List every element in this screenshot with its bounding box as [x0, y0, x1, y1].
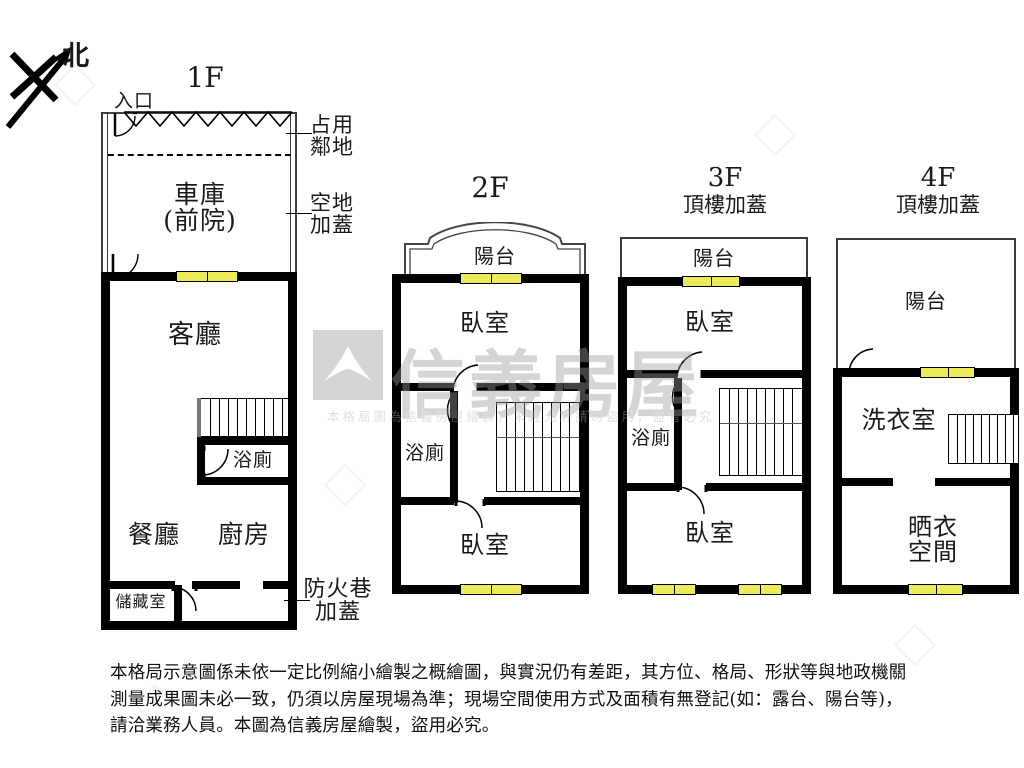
floor-title-3f-text: 3F	[707, 163, 743, 193]
wall-3f-left	[618, 277, 627, 594]
room-label-2f-bedroom-front: 臥室	[460, 309, 510, 338]
decorative-diamond	[323, 463, 367, 507]
floor-title-4f: 4F 頂樓加蓋	[868, 163, 1008, 218]
wall-3f-lower-left	[618, 483, 676, 491]
wall-4f-lower-left	[833, 478, 893, 486]
wall-1f-stair-left	[197, 398, 201, 437]
room-label-dining-room: 餐廳	[127, 519, 180, 549]
wall-3f-bath-vertical	[674, 378, 682, 490]
window-2f-rear	[460, 584, 522, 595]
garage-right-wall	[290, 112, 297, 277]
wall-2f-bath-vertical	[450, 391, 458, 503]
garage-gate-zigzag	[123, 108, 293, 128]
window-3f-rear-right	[738, 584, 782, 595]
wall-2f-lower-left	[392, 497, 454, 505]
door-2f-bedroom-rear	[452, 498, 494, 538]
leader-line-fire-lane	[284, 600, 310, 601]
floor-subtitle-4f: 頂樓加蓋	[896, 193, 980, 218]
annotation-fire-lane-extension: 防火巷 加蓋	[303, 576, 373, 625]
decorative-diamond	[753, 113, 797, 157]
wall-1f-bottom	[101, 621, 297, 630]
room-label-1f-bathroom: 浴廁	[232, 449, 273, 472]
floor-title-3f: 3F 頂樓加蓋	[655, 163, 795, 218]
stair-1f	[200, 398, 289, 437]
wall-1f-left	[101, 272, 110, 630]
room-label-4f-laundry: 洗衣室	[861, 406, 937, 435]
window-1f-front	[176, 271, 238, 282]
floor-subtitle-3f: 頂樓加蓋	[683, 193, 767, 218]
entrance-door-icon	[111, 111, 143, 142]
wall-1f-bath-bottom	[197, 477, 289, 485]
door-2f-bedroom-front	[448, 355, 490, 395]
annotation-vacant-land-extension: 空地 加蓋	[310, 190, 354, 237]
wall-2f-left	[392, 274, 401, 594]
window-3f-balcony	[682, 276, 740, 287]
floor-title-2f-text: 2F	[471, 171, 509, 204]
door-1f-bathroom	[198, 443, 240, 483]
door-4f-balcony	[845, 345, 885, 379]
room-label-garage: 車庫 (前院)	[163, 179, 237, 235]
brand-logo-icon	[313, 330, 383, 400]
wall-1f-storage-top-left	[101, 581, 175, 589]
room-label-2f-bathroom: 浴廁	[404, 442, 445, 465]
wall-1f-storage-top-right	[192, 581, 240, 589]
room-label-2f-bedroom-rear: 臥室	[460, 531, 510, 560]
room-label-3f-bedroom-rear: 臥室	[685, 519, 735, 548]
leader-line-occupied-land	[286, 133, 312, 134]
disclaimer-text: 本格局示意圖係未依一定比例縮小繪製之概繪圖，與實況仍有差距，其方位、格局、形狀等…	[110, 663, 907, 737]
room-label-kitchen: 廚房	[217, 519, 270, 549]
room-label-3f-bathroom: 浴廁	[630, 427, 671, 450]
stair-4f	[948, 414, 1019, 464]
wall-2f-mid-right	[478, 383, 589, 391]
wall-3f-mid-right	[702, 370, 811, 378]
room-label-4f-drying-space: 晒衣 空間	[908, 512, 958, 566]
window-4f-balcony	[920, 367, 975, 378]
leader-line-vacant-land	[286, 213, 312, 214]
floor-title-1f-text: 1F	[186, 61, 224, 94]
room-label-4f-balcony: 陽台	[905, 288, 947, 313]
wall-3f-mid-left	[618, 370, 676, 378]
floor-title-1f: 1F	[160, 62, 250, 93]
wall-2f-lower-right	[484, 497, 589, 505]
wall-1f-rear-partition	[263, 581, 297, 589]
wall-1f-bath-left	[197, 437, 205, 485]
room-label-storage-room: 儲藏室	[115, 591, 167, 611]
door-3f-bedroom-front	[672, 342, 714, 382]
room-label-3f-balcony: 陽台	[693, 245, 735, 270]
wall-3f-right	[802, 277, 811, 594]
garage-boundary-dashed-line	[108, 154, 291, 156]
wall-1f-right	[288, 272, 297, 630]
balcony-2f-arch-outline	[400, 221, 590, 282]
annotation-occupied-neighbour-land: 占用 鄰地	[310, 112, 354, 159]
wall-4f-lower-right	[935, 478, 1019, 486]
door-3f-bathroom	[645, 377, 685, 419]
window-2f-balcony	[460, 273, 522, 284]
room-label-living-room: 客廳	[167, 320, 222, 351]
wall-1f-bath-top	[197, 437, 289, 445]
room-label-3f-bedroom-front: 臥室	[685, 308, 735, 337]
window-4f-rear	[908, 584, 963, 595]
wall-1f-storage-divider	[174, 585, 182, 630]
window-3f-rear-left	[652, 584, 696, 595]
wall-2f-right	[580, 274, 589, 594]
door-2f-bathroom	[420, 390, 460, 432]
floor-title-2f: 2F	[440, 172, 540, 203]
compass-rose: 北	[4, 14, 116, 132]
wall-2f-mid-left	[392, 383, 454, 391]
stair-3f	[719, 388, 803, 476]
door-3f-bedroom-rear	[674, 484, 716, 524]
floor-title-4f-text: 4F	[920, 163, 956, 193]
stair-2f	[496, 402, 580, 492]
entrance-label: 入口	[114, 90, 155, 112]
wall-3f-bottom	[618, 585, 811, 594]
garage-left-wall	[101, 112, 108, 277]
door-1f-front	[110, 248, 146, 282]
room-label-2f-balcony: 陽台	[474, 243, 516, 268]
door-1f-storage	[168, 585, 208, 623]
compass-north-label: 北	[62, 41, 89, 72]
wall-3f-lower-right	[706, 483, 811, 491]
